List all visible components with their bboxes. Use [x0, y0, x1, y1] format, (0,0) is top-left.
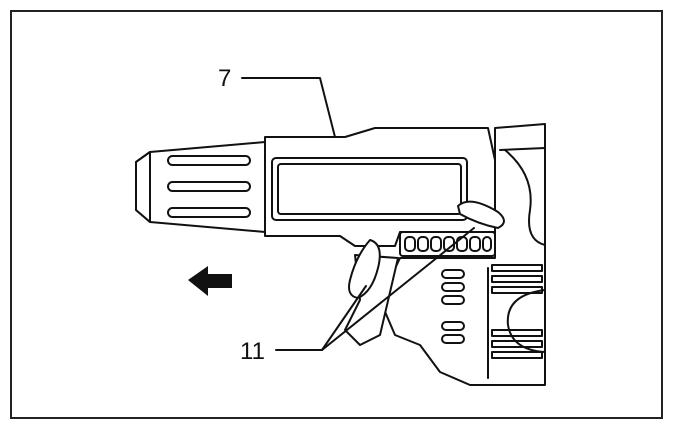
vent-slots-right	[491, 264, 543, 359]
label-part-11: 11	[240, 338, 265, 365]
leader-lines-11	[275, 227, 475, 351]
attachment-housing	[264, 127, 496, 247]
adjustment-ring	[399, 231, 496, 257]
direction-arrow-icon	[188, 266, 232, 296]
tool-body-rear	[379, 123, 546, 386]
nose-piece	[135, 141, 266, 233]
leader-line-7	[241, 77, 336, 138]
label-part-7: 7	[218, 65, 231, 92]
release-lever-upper	[457, 200, 505, 229]
vent-slots-left	[441, 269, 465, 344]
